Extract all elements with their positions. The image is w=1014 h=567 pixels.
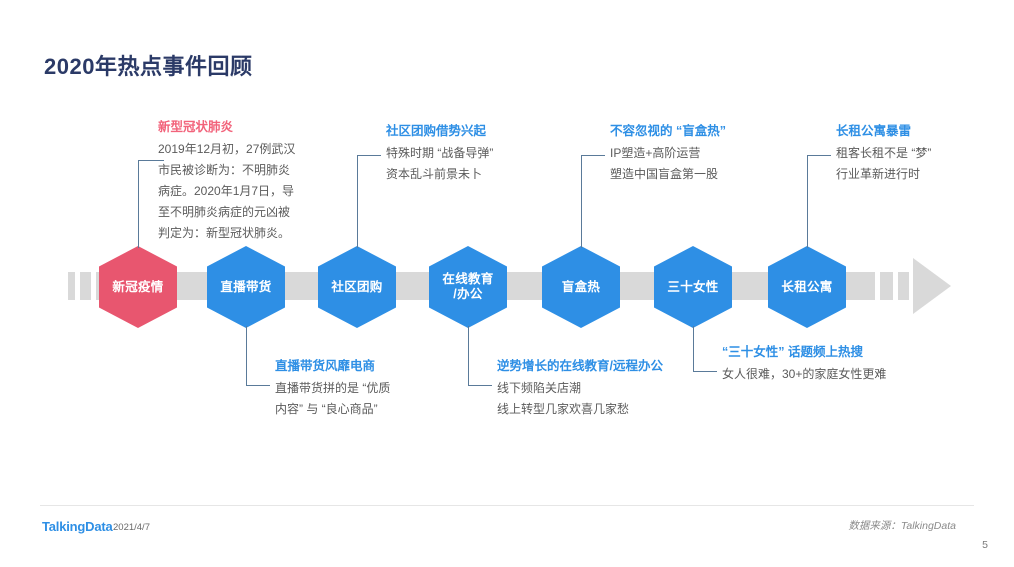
timeline-node-1[interactable]: 直播带货 <box>207 246 285 328</box>
rail-dash-tail-3 <box>898 272 909 300</box>
connector-node-0 <box>138 160 164 248</box>
timeline-node-6-label: 长租公寓 <box>781 279 833 294</box>
note-top-2: 不容忽视的 “盲盒热” IP塑造+高阶运营 塑造中国盲盒第一股 <box>610 122 830 185</box>
connector-node-2 <box>357 155 381 248</box>
note-top-2-line-1: 塑造中国盲盒第一股 <box>610 167 719 181</box>
note-top-0-line-2: 病症。2020年1月7日，导 <box>158 184 295 198</box>
timeline-node-4-label: 盲盒热 <box>561 279 601 294</box>
connector-node-3 <box>468 326 492 386</box>
note-top-0-line-3: 至不明肺炎病症的元凶被 <box>158 205 291 219</box>
connector-node-6 <box>807 155 831 248</box>
rail-dash-tail-2 <box>880 272 893 300</box>
timeline-node-1-label: 直播带货 <box>220 279 272 294</box>
note-bottom-1-line-0: 线下频陷关店潮 <box>497 381 582 395</box>
note-top-3: 长租公寓暴雷 租客长租不是 “梦” 行业革新进行时 <box>836 122 1014 185</box>
note-bottom-0-body: 直播带货拼的是 “优质 内容” 与 “良心商品” <box>275 378 495 420</box>
timeline-node-6[interactable]: 长租公寓 <box>768 246 846 328</box>
timeline-node-2-label: 社区团购 <box>331 279 383 294</box>
note-top-2-heading: 不容忽视的 “盲盒热” <box>610 124 726 138</box>
note-top-0-line-4: 判定为：新型冠状肺炎。 <box>158 226 291 240</box>
timeline-node-5-label: 三十女性 <box>667 279 719 294</box>
note-top-3-body: 租客长租不是 “梦” 行业革新进行时 <box>836 143 1014 185</box>
footer-date: 2021/4/7 <box>113 522 150 533</box>
page-title: 2020年热点事件回顾 <box>44 54 253 79</box>
note-top-0-heading: 新型冠状肺炎 <box>158 120 234 134</box>
timeline-node-0-label: 新冠疫情 <box>112 279 164 294</box>
note-top-3-heading: 长租公寓暴雷 <box>836 124 912 138</box>
note-top-1: 社区团购借势兴起 特殊时期 “战备导弹” 资本乱斗前景未卜 <box>386 122 606 185</box>
note-bottom-1: 逆势增长的在线教育/远程办公 线下频陷关店潮 线上转型几家欢喜几家愁 <box>497 357 747 420</box>
footer-divider <box>40 505 974 506</box>
note-top-0: 新型冠状肺炎 2019年12月初，27例武汉 市民被诊断为：不明肺炎 病症。20… <box>158 118 338 244</box>
note-bottom-1-heading: 逆势增长的在线教育/远程办公 <box>497 359 663 373</box>
timeline-node-3-label: 在线教育 <box>442 272 494 286</box>
note-top-0-body: 2019年12月初，27例武汉 市民被诊断为：不明肺炎 病症。2020年1月7日… <box>158 139 338 244</box>
timeline-node-3-label-line2: /办公 <box>453 287 483 301</box>
timeline-arrow-icon <box>913 258 951 314</box>
note-bottom-2: “三十女性” 话题频上热搜 女人很难，30+的家庭女性更难 <box>722 343 972 385</box>
rail-dash-lead-2 <box>80 272 91 300</box>
note-top-1-line-0: 特殊时期 “战备导弹” <box>386 146 494 160</box>
note-top-1-line-1: 资本乱斗前景未卜 <box>386 167 483 181</box>
note-top-2-body: IP塑造+高阶运营 塑造中国盲盒第一股 <box>610 143 830 185</box>
note-bottom-0-line-0: 直播带货拼的是 “优质 <box>275 381 391 395</box>
connector-node-4 <box>581 155 605 248</box>
note-bottom-0-heading: 直播带货风靡电商 <box>275 359 376 373</box>
rail-dash-lead-1 <box>68 272 75 300</box>
connector-node-1 <box>246 326 270 386</box>
page-number: 5 <box>982 539 988 551</box>
brand-logo: TalkingData <box>42 519 113 534</box>
note-top-0-line-0: 2019年12月初，27例武汉 <box>158 142 296 156</box>
note-bottom-1-line-1: 线上转型几家欢喜几家愁 <box>497 402 630 416</box>
note-bottom-2-body: 女人很难，30+的家庭女性更难 <box>722 364 972 385</box>
timeline: 新冠疫情 直播带货 社区团购 在线教育 /办公 盲盒热 三十女性 长租公寓 <box>0 246 1014 328</box>
timeline-node-4[interactable]: 盲盒热 <box>542 246 620 328</box>
timeline-node-2[interactable]: 社区团购 <box>318 246 396 328</box>
note-top-3-line-1: 行业革新进行时 <box>836 167 921 181</box>
note-top-2-line-0: IP塑造+高阶运营 <box>610 146 701 160</box>
note-bottom-1-body: 线下频陷关店潮 线上转型几家欢喜几家愁 <box>497 378 747 420</box>
rail-dash-tail-1 <box>860 272 875 300</box>
connector-node-5 <box>693 326 717 372</box>
note-top-1-body: 特殊时期 “战备导弹” 资本乱斗前景未卜 <box>386 143 606 185</box>
timeline-node-3[interactable]: 在线教育 /办公 <box>429 246 507 328</box>
note-bottom-2-heading: “三十女性” 话题频上热搜 <box>722 345 863 359</box>
note-top-0-line-1: 市民被诊断为：不明肺炎 <box>158 163 291 177</box>
data-source-label: 数据来源：TalkingData <box>848 520 956 532</box>
note-bottom-0-line-1: 内容” 与 “良心商品” <box>275 402 378 416</box>
note-top-3-line-0: 租客长租不是 “梦” <box>836 146 932 160</box>
note-top-1-heading: 社区团购借势兴起 <box>386 124 487 138</box>
timeline-node-5[interactable]: 三十女性 <box>654 246 732 328</box>
note-bottom-0: 直播带货风靡电商 直播带货拼的是 “优质 内容” 与 “良心商品” <box>275 357 495 420</box>
timeline-node-0[interactable]: 新冠疫情 <box>99 246 177 328</box>
note-bottom-2-line-0: 女人很难，30+的家庭女性更难 <box>722 367 887 381</box>
